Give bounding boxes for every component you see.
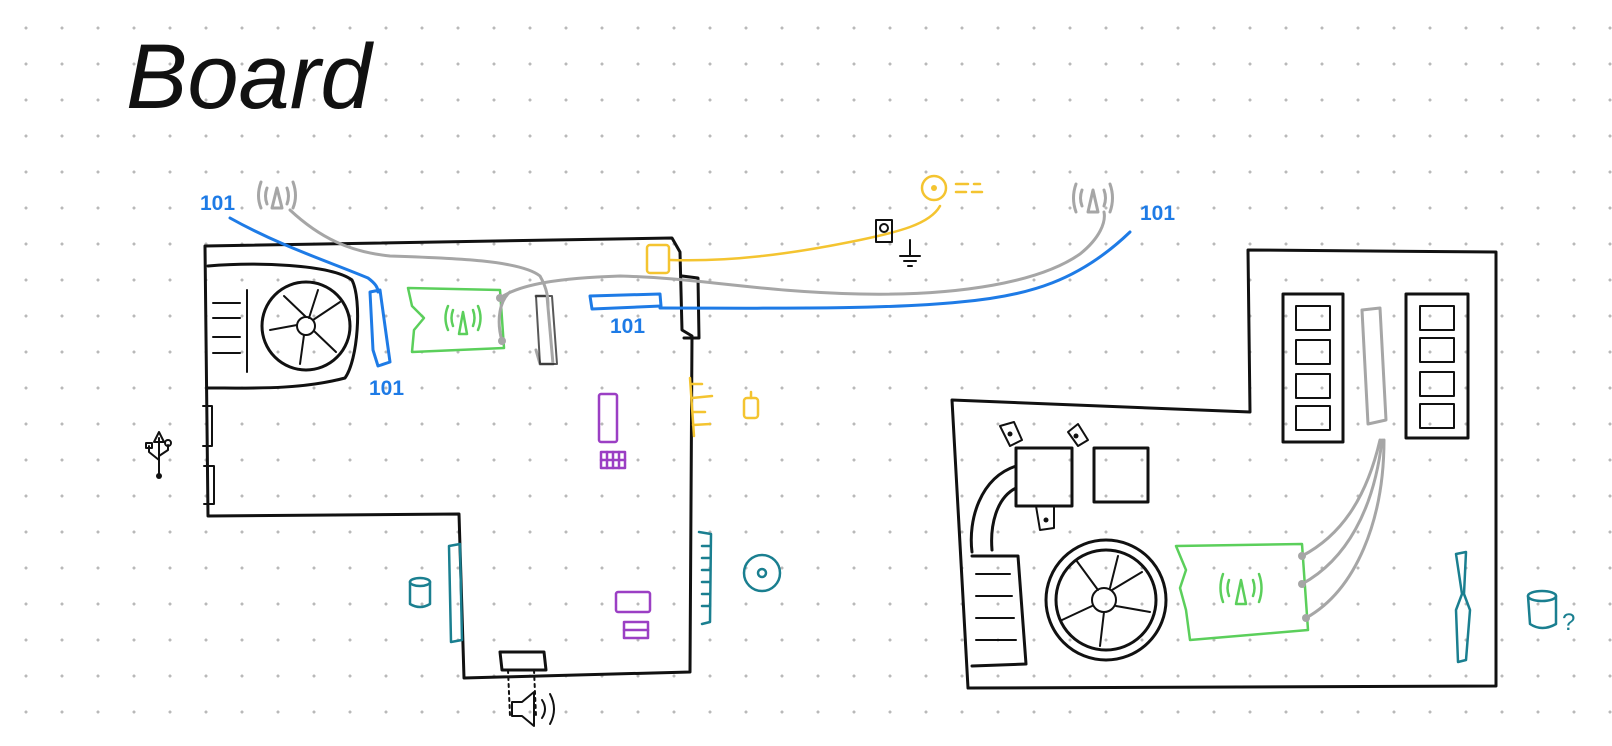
cpu-socket <box>999 421 1150 531</box>
right-antenna-lead-2 <box>1300 438 1384 586</box>
left-fan-module <box>206 262 360 390</box>
left-teal-strip-bottom <box>447 542 464 644</box>
left-wifi-module <box>406 286 506 354</box>
ram-slot-right <box>1404 292 1470 440</box>
yellow-power-cable <box>668 204 942 262</box>
right-teal-strip <box>1454 550 1472 664</box>
left-yellow-pin-header <box>688 376 714 438</box>
right-antenna-lead-1 <box>1300 438 1382 558</box>
right-drive-question-mark: ? <box>1562 609 1575 636</box>
relay-icon <box>875 219 893 243</box>
left-board-outline <box>203 236 694 680</box>
left-purple-chip-small <box>622 620 650 640</box>
teal-ring-icon <box>742 553 782 593</box>
left-power-header <box>645 243 671 275</box>
ground-icon <box>899 239 921 267</box>
left-teal-pin-strip <box>697 530 713 626</box>
page-title: Board <box>126 26 374 128</box>
left-purple-chip-tall <box>597 392 619 444</box>
left-cable-label: 101 <box>200 192 235 215</box>
left-purple-chip-grid <box>599 450 627 470</box>
heat-pipe-outer <box>969 464 1018 554</box>
left-blue-connector <box>588 292 663 311</box>
right-wifi-module <box>1174 542 1310 642</box>
right-drive-icon <box>1526 589 1558 630</box>
led-icon <box>920 174 984 202</box>
left-connector-label: 101 <box>610 315 645 338</box>
left-antenna-cable <box>288 208 550 308</box>
left-blue-slot <box>368 288 392 368</box>
right-wifi-antenna-icon <box>1219 572 1263 606</box>
left-antenna-icon <box>257 180 297 210</box>
ram-slot-left <box>1281 292 1345 444</box>
wifi-gray-cable <box>498 210 1106 300</box>
right-blue-cable <box>658 230 1132 310</box>
usb-icon <box>145 431 172 479</box>
title-handwriting: Board <box>126 26 374 128</box>
left-bottom-port <box>498 650 548 672</box>
wifi-gray-cable-lower <box>497 290 512 343</box>
yellow-fuse-icon <box>742 390 760 420</box>
right-fan-module <box>970 538 1168 668</box>
heat-pipe-inner <box>990 486 1018 552</box>
left-side-port-bottom <box>203 465 215 505</box>
left-purple-chip-low <box>614 590 652 614</box>
speaker-icon <box>511 691 555 727</box>
left-slot-label: 101 <box>369 377 404 400</box>
right-antenna-lead-3 <box>1304 438 1386 620</box>
right-board-outline <box>950 248 1498 690</box>
left-side-port-top <box>202 405 213 447</box>
left-drive-icon <box>408 576 432 609</box>
right-gray-slot <box>1360 306 1388 426</box>
left-wifi-antenna-icon <box>444 304 482 336</box>
left-blue-cable <box>228 216 380 294</box>
top-cable-label: 101 <box>1140 202 1175 225</box>
right-antenna-icon <box>1072 182 1114 214</box>
